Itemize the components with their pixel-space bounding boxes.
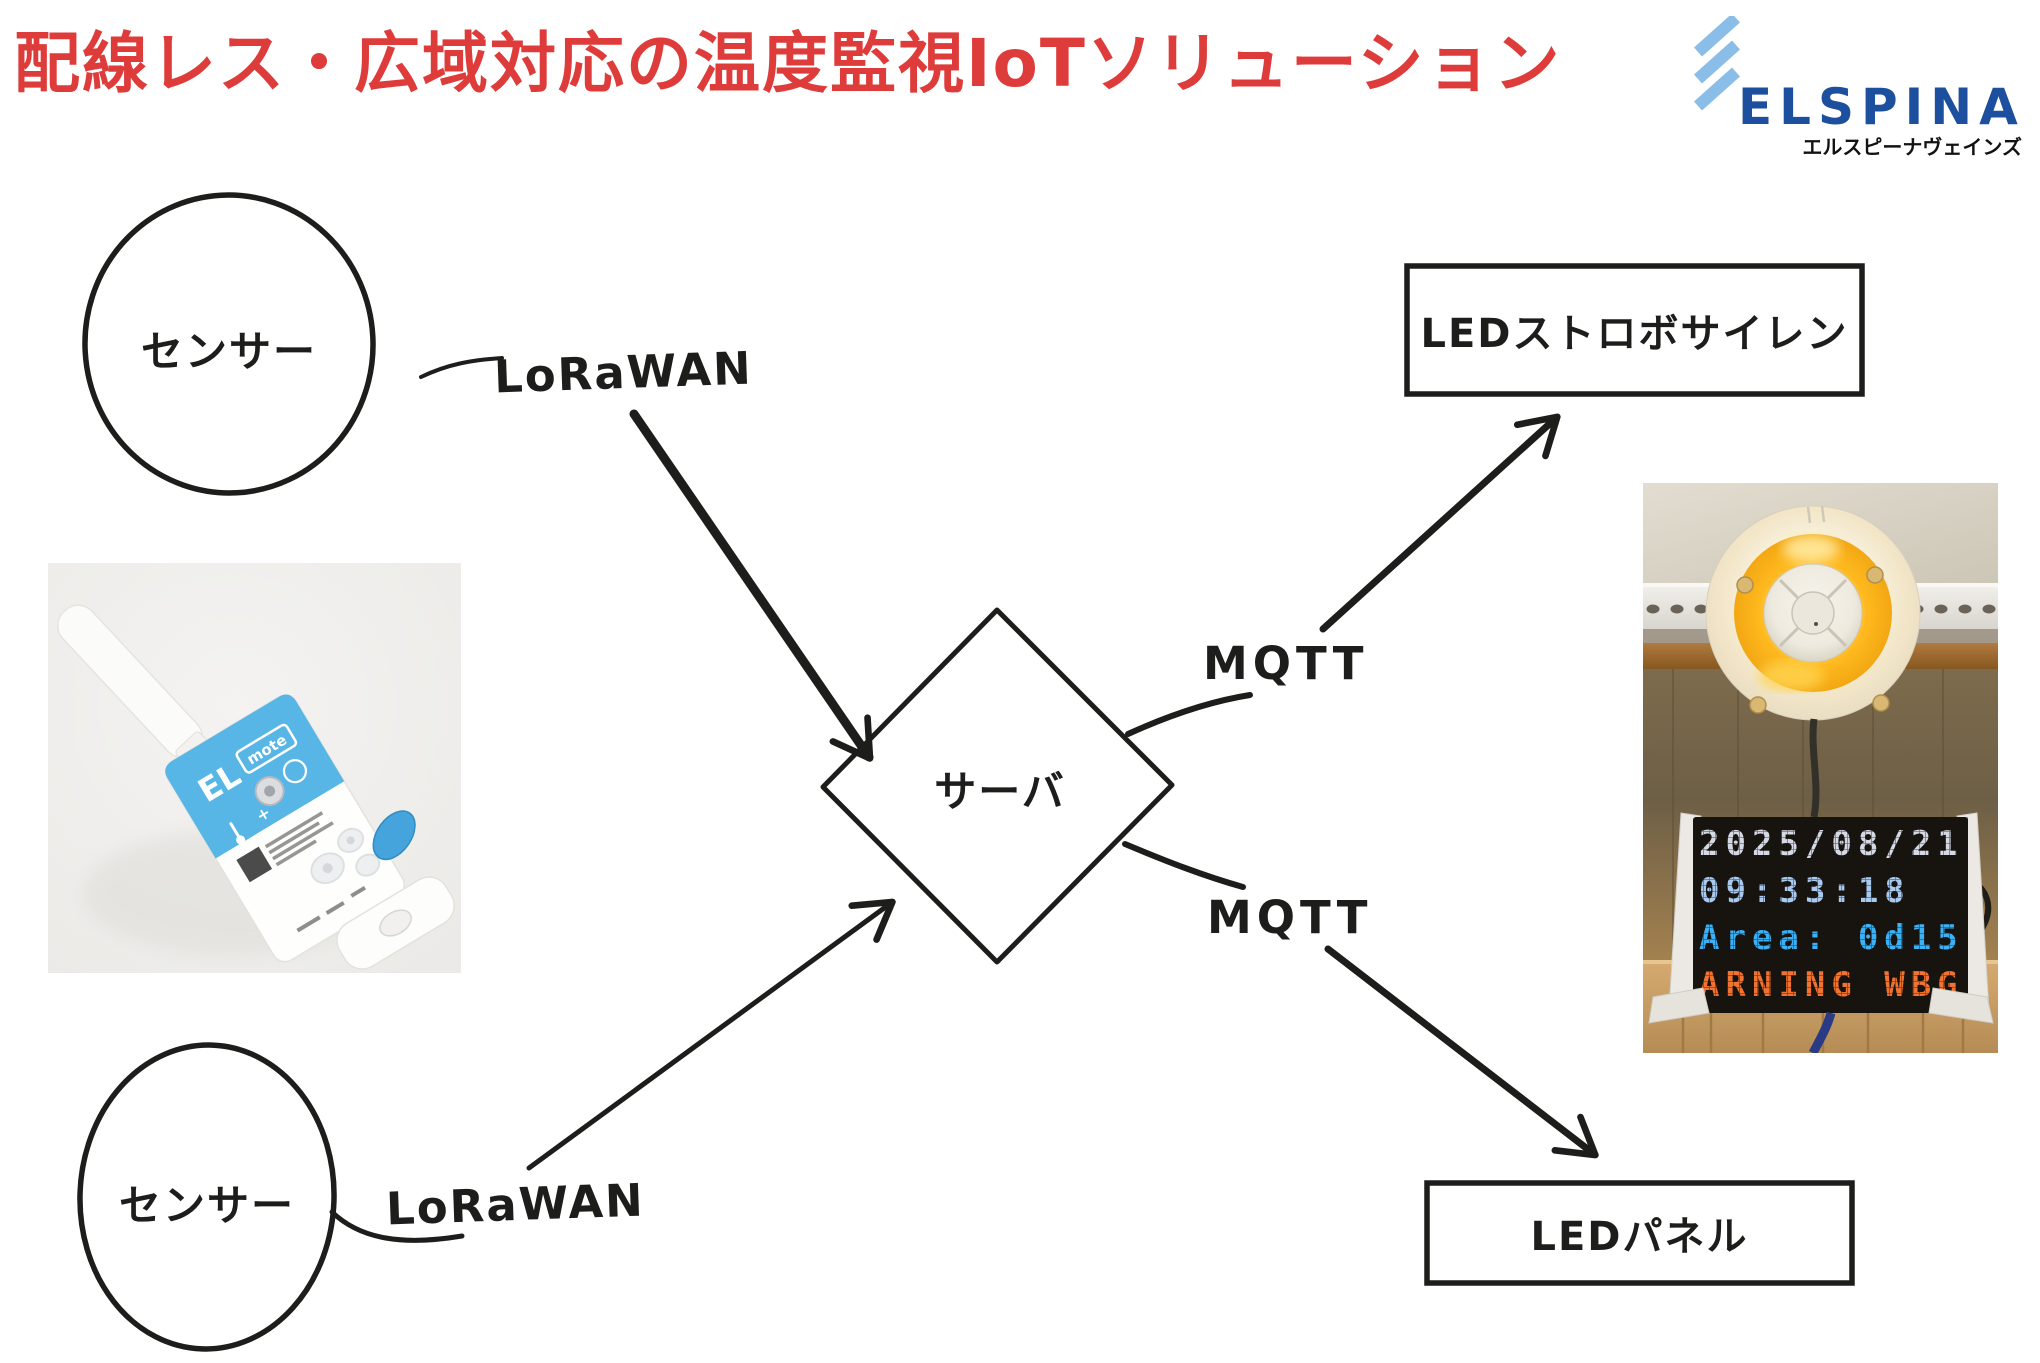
server-to-panel-arrow: [1324, 945, 1599, 1159]
led-matrix-panel: 2025/08/21 09:33:18 Area: 0d15 ARNING WB…: [1693, 817, 1968, 1013]
sensor-device-art: EL mote +: [48, 563, 461, 973]
panel-feet: [1648, 987, 1994, 1024]
mqtt-bottom-edge-label: MQTT: [1207, 891, 1373, 944]
sensor-bottom-circle: [77, 1042, 337, 1352]
led-panel-label: LEDパネル: [1530, 1214, 1749, 1260]
lorawan-bottom-edge-label: LoRaWAN: [385, 1173, 646, 1236]
lorawan-top-edge-label: LoRaWAN: [493, 341, 754, 404]
sensor-device: EL mote +: [57, 604, 455, 970]
qr-code-icon: [236, 846, 273, 883]
logo-stripes-icon: [1693, 16, 1741, 110]
led-strobe-siren: [1705, 505, 1921, 721]
mqtt-bottom-connector: [1122, 841, 1246, 890]
sensor-bottom-to-server-arrow: [526, 898, 896, 1171]
led-devices-art: 2025/08/21 09:33:18 Area: 0d15 ARNING WB…: [1643, 483, 1998, 1053]
server-label: サーバ: [934, 767, 1066, 816]
page-title: 配線レス・広域対応の温度監視IoTソリューション: [14, 25, 1562, 102]
lorawan-top-connector: [419, 356, 504, 379]
cert-marks: [296, 886, 367, 933]
thermometer-icon: [229, 822, 246, 845]
siren-screws: [1736, 566, 1890, 714]
disc-spokes: [1778, 578, 1848, 648]
mqtt-top-connector: [1125, 692, 1253, 737]
server-diamond: [820, 607, 1175, 965]
blue-cap: [372, 810, 416, 861]
server-to-strobe-arrow: [1319, 413, 1561, 633]
siren-cable: [1809, 718, 1820, 818]
sensor-device-photo: EL mote +: [48, 563, 461, 973]
mqtt-top-edge-label: MQTT: [1203, 637, 1369, 690]
logo-subtitle: エルスピーナヴェインズ: [1802, 135, 2022, 159]
logo-wordmark: ELSPINA: [1738, 78, 2025, 136]
sensor-windows: [310, 827, 381, 885]
sensor-top-to-server-arrow: [629, 409, 874, 762]
device-label: [165, 694, 345, 859]
humidity-icon: [282, 759, 308, 784]
sensor-top-circle: [82, 192, 376, 496]
mounting-lug: [336, 876, 455, 970]
sensor-bottom-label: センサー: [118, 1181, 295, 1230]
sensor-top-label: センサー: [140, 327, 317, 376]
info-print: [236, 811, 334, 883]
led-strobe-label: LEDストロボサイレン: [1420, 311, 1849, 357]
lorawan-bottom-connector: [329, 1209, 465, 1243]
led-panel-box: [1424, 1180, 1855, 1286]
panel-cable: [1808, 1011, 1836, 1053]
led-strobe-box: [1404, 263, 1865, 397]
led-devices-photo: 2025/08/21 09:33:18 Area: 0d15 ARNING WB…: [1643, 483, 1998, 1053]
